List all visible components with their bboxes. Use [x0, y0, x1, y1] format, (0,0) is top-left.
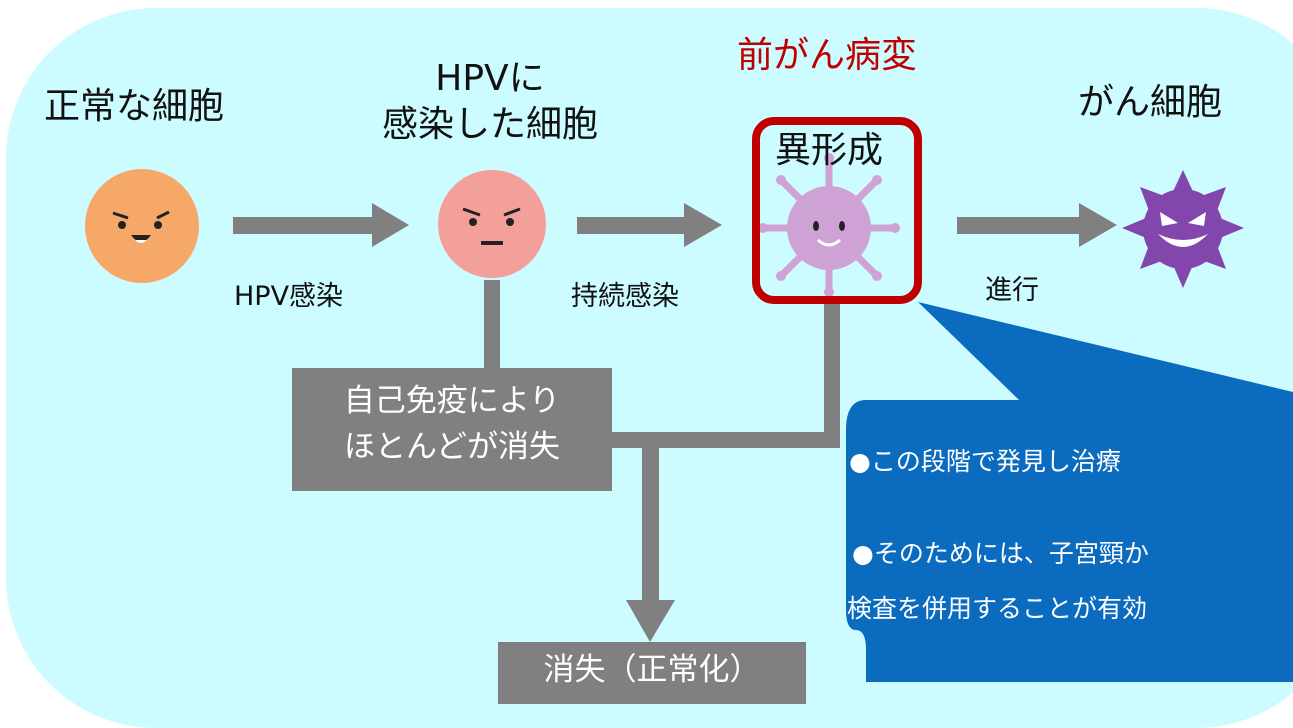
arrow-label-progression: 進行 [985, 275, 1039, 306]
evil-virus-icon [1122, 170, 1244, 288]
flow-connectors [233, 203, 1293, 682]
arrow-progression-head [1079, 203, 1117, 247]
dysplasia-highlight-box [752, 117, 922, 304]
smiling-cell-icon [85, 169, 199, 283]
arrow-persistent-head [684, 203, 722, 247]
connector-infected-down [484, 280, 500, 372]
callout-bubble [846, 400, 1293, 682]
arrow-hpv-infection-head [372, 203, 409, 247]
arrow-persistent-shaft [577, 217, 687, 234]
arrow-down-shaft [642, 440, 659, 605]
immune-clearance-box: 自己免疫により ほとんどが消失 [292, 368, 612, 491]
stage-infected-title: HPVに 感染した細胞 [368, 56, 612, 148]
stage-normal-title: 正常な細胞 [44, 86, 225, 127]
stage-cancer-title: がん細胞 [1078, 82, 1223, 123]
arrow-progression-shaft [957, 217, 1082, 234]
callout-pointer [918, 302, 1293, 430]
frowning-cell-icon [438, 170, 546, 278]
arrow-label-hpv-infection: HPV感染 [234, 281, 344, 312]
stage-dysplasia-title: 異形成 [775, 130, 884, 171]
arrow-hpv-infection-shaft [233, 217, 375, 234]
cell-icons [85, 153, 1244, 297]
connector-dysplasia-down [824, 300, 840, 448]
outcome-box: 消失（正常化） [498, 642, 806, 704]
arrow-down-head [626, 600, 675, 642]
arrow-label-persistent-infection: 持続感染 [571, 281, 679, 312]
immune-clearance-line1: 自己免疫により [343, 383, 561, 419]
precancer-label: 前がん病変 [737, 35, 918, 76]
stage-infected-title-line1: HPVに [435, 58, 545, 99]
callout-line2: ●そのためには、子宮頸か [852, 539, 1149, 568]
stage-infected-title-line2: 感染した細胞 [381, 104, 598, 145]
connector-merge-horizontal [612, 432, 840, 448]
callout-line1: ●この段階で発見し治療 [849, 447, 1121, 476]
immune-clearance-line2: ほとんどが消失 [343, 429, 561, 465]
callout-line3: 検査を併用することが有効 [847, 594, 1148, 623]
spiky-virus-icon [758, 153, 900, 297]
